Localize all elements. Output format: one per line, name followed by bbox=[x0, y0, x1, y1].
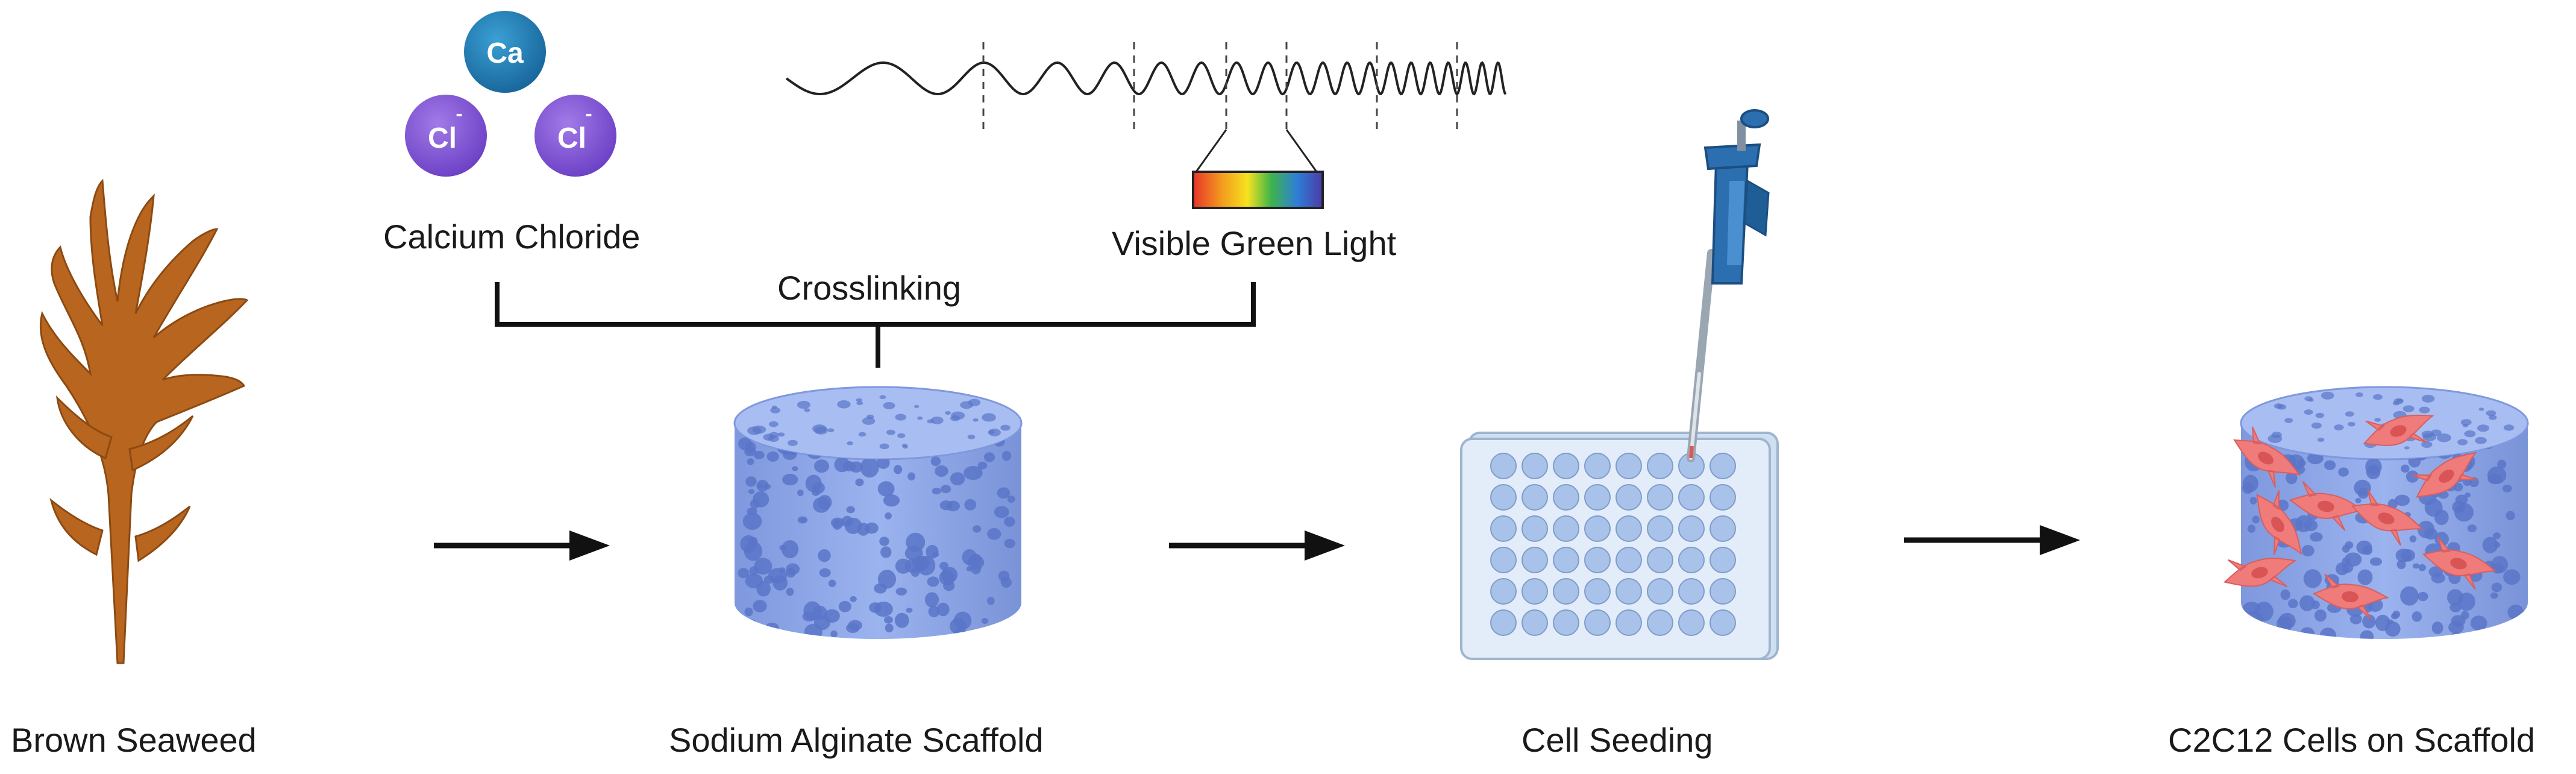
plate-well bbox=[1647, 453, 1673, 479]
plate-well bbox=[1709, 609, 1736, 636]
chloride-ion-charge: - bbox=[456, 102, 462, 125]
calcium-chloride-label: Calcium Chloride bbox=[383, 218, 641, 256]
step-label-cell-seeding: Cell Seeding bbox=[1521, 721, 1713, 759]
plate-well bbox=[1521, 609, 1548, 636]
c2c12-cell bbox=[2422, 536, 2497, 590]
visible-spectrum-bar bbox=[1192, 171, 1324, 209]
plate-well bbox=[1490, 515, 1517, 542]
plate-well bbox=[1553, 515, 1579, 542]
plate-well bbox=[1647, 484, 1673, 511]
plate-well bbox=[1584, 547, 1611, 573]
plate-well bbox=[1615, 578, 1642, 605]
arrow-seaweed-to-scaffold bbox=[434, 530, 610, 561]
plate-well bbox=[1615, 609, 1642, 636]
plate-well bbox=[1678, 578, 1705, 605]
plate-well bbox=[1553, 578, 1579, 605]
c2c12-cell bbox=[2233, 426, 2301, 488]
arrow-seeding-to-cells bbox=[1904, 525, 2080, 555]
plate-well bbox=[1615, 453, 1642, 479]
plate-well bbox=[1584, 515, 1611, 542]
plate-well bbox=[1553, 609, 1579, 636]
plate-well bbox=[1553, 484, 1579, 511]
plate-well bbox=[1678, 547, 1705, 573]
plate-well bbox=[1521, 547, 1548, 573]
plate-well bbox=[1709, 578, 1736, 605]
plate-well bbox=[1553, 547, 1579, 573]
plate-well bbox=[1490, 609, 1517, 636]
c2c12-cell bbox=[2351, 489, 2424, 546]
arrow-scaffold-to-seeding bbox=[1169, 530, 1345, 561]
brown-seaweed bbox=[39, 178, 249, 664]
chloride-ion-charge: - bbox=[585, 102, 592, 125]
plate-well bbox=[1521, 453, 1548, 479]
calcium-ion-symbol: Ca bbox=[486, 37, 524, 69]
plate-well bbox=[1490, 547, 1517, 573]
crosslinking-bracket bbox=[495, 282, 1256, 368]
c2c12-cell bbox=[2412, 452, 2478, 498]
plate-well bbox=[1490, 578, 1517, 605]
plate-well bbox=[1709, 547, 1736, 573]
calcium-ion: Ca bbox=[464, 11, 546, 93]
plate-well bbox=[1615, 484, 1642, 511]
spectrum-zoom-lines bbox=[1195, 129, 1318, 172]
plate-well bbox=[1521, 578, 1548, 605]
plate-well bbox=[1647, 515, 1673, 542]
electromagnetic-wave bbox=[785, 61, 1507, 96]
well-plate bbox=[1460, 432, 1779, 660]
c2c12-cell bbox=[2256, 490, 2302, 556]
plate-well bbox=[1553, 453, 1579, 479]
step-label-sodium-alginate-scaffold: Sodium Alginate Scaffold bbox=[669, 721, 1044, 759]
crosslinking-label: Crosslinking bbox=[777, 269, 961, 307]
plate-well bbox=[1678, 609, 1705, 636]
plate-well bbox=[1615, 515, 1642, 542]
plate-well bbox=[1584, 578, 1611, 605]
chloride-ion-right: Cl - bbox=[534, 95, 616, 177]
plate-wells bbox=[1490, 453, 1736, 636]
plate-well bbox=[1584, 453, 1611, 479]
plate-well bbox=[1490, 484, 1517, 511]
plate-well bbox=[1709, 453, 1736, 479]
chloride-ion-symbol: Cl bbox=[428, 122, 457, 154]
plate-well bbox=[1584, 484, 1611, 511]
plate-well bbox=[1615, 547, 1642, 573]
chloride-ion-left: Cl - bbox=[405, 95, 487, 177]
wave-dividers bbox=[982, 42, 1458, 130]
c2c12-cell bbox=[2313, 573, 2390, 620]
step-label-brown-seaweed: Brown Seaweed bbox=[11, 721, 257, 759]
chloride-ion-symbol: Cl bbox=[557, 122, 586, 154]
visible-green-light-label: Visible Green Light bbox=[1112, 224, 1397, 262]
sodium-alginate-scaffold bbox=[733, 386, 1023, 639]
c2c12-cell bbox=[2363, 414, 2434, 446]
pipette bbox=[1687, 109, 1770, 462]
plate-well bbox=[1678, 484, 1705, 511]
c2c12-cell bbox=[2223, 558, 2297, 587]
step-label-c2c12-cells-on-scaffold: C2C12 Cells on Scaffold bbox=[2168, 721, 2536, 759]
process-arrows bbox=[434, 525, 2080, 561]
plate-well bbox=[1709, 484, 1736, 511]
plate-well bbox=[1647, 609, 1673, 636]
plate-well bbox=[1678, 515, 1705, 542]
plate-well bbox=[1647, 578, 1673, 605]
plate-well bbox=[1521, 484, 1548, 511]
plate-well bbox=[1709, 515, 1736, 542]
plate-well bbox=[1647, 547, 1673, 573]
c2c12-cells bbox=[2223, 414, 2497, 620]
plate-well bbox=[1521, 515, 1548, 542]
plate-well bbox=[1490, 453, 1517, 479]
plate-well bbox=[1584, 609, 1611, 636]
